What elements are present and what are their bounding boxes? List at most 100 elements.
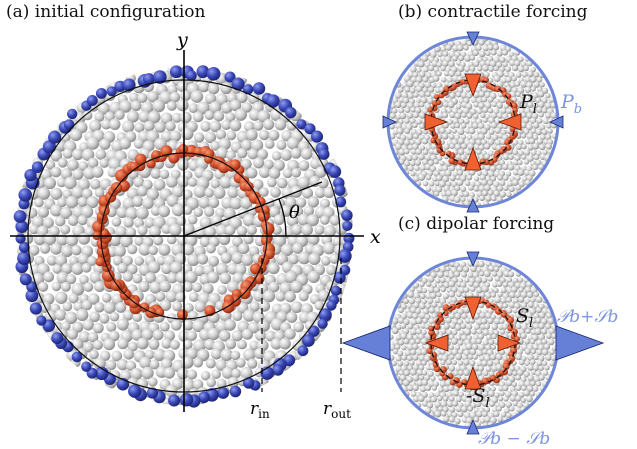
gray-particle [423, 355, 431, 363]
gray-particle [448, 416, 456, 423]
gray-particle [528, 138, 536, 145]
gray-particle [545, 143, 552, 150]
gray-particle [421, 138, 429, 145]
gray-particle [65, 195, 79, 209]
gray-particle [517, 169, 525, 177]
gray-particle [213, 186, 226, 199]
gray-particle [293, 321, 305, 333]
gray-particle [461, 112, 467, 118]
gray-particle [391, 360, 397, 367]
gray-particle [448, 344, 455, 351]
gray-particle [532, 164, 539, 171]
gray-particle [78, 232, 91, 245]
gray-particle [141, 366, 154, 380]
gray-particle [487, 276, 493, 282]
gray-particle [109, 311, 120, 322]
gray-particle [463, 191, 470, 198]
gray-particle [161, 224, 172, 235]
gray-particle [482, 348, 488, 355]
gray-particle [243, 348, 256, 362]
gray-particle [532, 134, 539, 141]
gray-particle [450, 296, 458, 304]
gray-particle [215, 93, 229, 106]
gray-particle [208, 197, 220, 209]
gray-particle [69, 128, 83, 142]
gray-particle [185, 270, 198, 284]
theta-label: θ [289, 202, 300, 223]
gray-particle [493, 410, 500, 418]
gray-particle [193, 185, 207, 198]
gray-particle [253, 120, 264, 131]
gray-particle [396, 127, 404, 135]
blue-particle [304, 123, 316, 135]
gray-particle [509, 91, 517, 98]
gray-particle [460, 91, 468, 99]
blue-particle [36, 315, 47, 326]
gray-particle [410, 171, 416, 177]
gray-particle [37, 187, 51, 200]
gray-particle [505, 296, 512, 303]
gray-particle [425, 303, 432, 310]
gray-particle [421, 158, 429, 166]
gray-particle [476, 338, 482, 345]
gray-particle [136, 185, 148, 197]
gray-particle [469, 169, 476, 176]
blue-particle [63, 119, 75, 130]
gray-particle [477, 343, 486, 352]
gray-particle [472, 122, 479, 130]
gray-particle [230, 350, 241, 361]
gray-particle [516, 369, 524, 377]
gray-particle [166, 194, 179, 207]
x-axis-label: x [370, 226, 381, 248]
red-particle [177, 309, 188, 320]
gray-particle [273, 214, 285, 226]
gray-particle [111, 216, 122, 227]
gray-particle [508, 59, 516, 67]
gray-particle [144, 349, 155, 360]
gray-particle [439, 380, 447, 388]
gray-particle [177, 81, 189, 93]
gray-particle [77, 253, 89, 265]
gray-particle [448, 133, 455, 140]
gray-particle [526, 291, 534, 299]
gray-particle [468, 127, 476, 135]
gray-particle [545, 323, 552, 330]
gray-particle [425, 396, 432, 403]
gray-particle [215, 262, 229, 276]
gray-particle [431, 301, 438, 308]
gray-particle [420, 348, 428, 356]
gray-particle [464, 66, 471, 73]
gray-particle [94, 302, 105, 313]
blue-particle [206, 66, 221, 81]
gray-particle [508, 154, 514, 160]
gray-particle [136, 337, 149, 350]
gray-particle [229, 197, 243, 210]
gray-particle [418, 374, 425, 381]
gray-particle [182, 339, 193, 350]
gray-particle [204, 187, 215, 198]
gray-particle [515, 353, 523, 361]
gray-particle [427, 97, 434, 105]
gray-particle [461, 143, 468, 150]
gray-particle [77, 215, 88, 226]
gray-particle [402, 379, 410, 387]
gray-particle [397, 317, 405, 324]
blue-particle [337, 249, 352, 263]
gray-particle [179, 111, 192, 124]
gray-particle [538, 374, 545, 381]
gray-particle [182, 378, 195, 392]
gray-particle [473, 416, 480, 423]
gray-particle [535, 128, 543, 136]
gray-particle [418, 364, 425, 371]
gray-particle [193, 207, 203, 217]
gray-particle [449, 111, 456, 119]
gray-particle [487, 180, 494, 186]
gray-particle [99, 313, 110, 324]
gray-particle [529, 338, 536, 345]
gray-particle [511, 64, 519, 72]
gray-particle [451, 337, 458, 345]
blue-particle [168, 394, 181, 407]
gray-particle [83, 282, 94, 292]
gray-particle [527, 144, 534, 151]
gray-particle [419, 145, 426, 151]
